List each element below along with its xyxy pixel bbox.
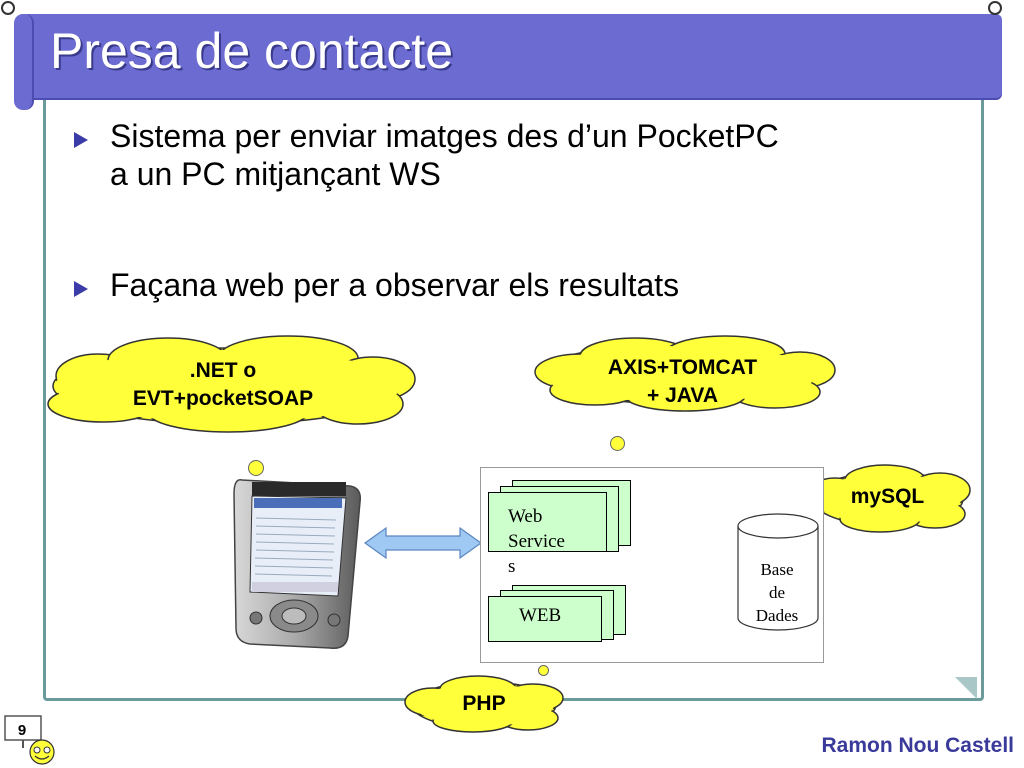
- web-services-label: Web Service s: [508, 506, 565, 577]
- pocketpc-icon: [233, 479, 362, 649]
- document-page: [488, 596, 602, 642]
- cloud-shape: [534, 335, 836, 412]
- cloud-shape: [404, 675, 564, 733]
- frame-folded-corner: [955, 677, 977, 699]
- cloud-php: PHP: [398, 674, 570, 736]
- cloud-text: PHP: [462, 692, 506, 715]
- double-arrow-device-ws: [363, 526, 483, 560]
- connector-dot: [610, 436, 625, 451]
- bullet-item: Sistema per enviar imatges des d’un Pock…: [74, 117, 779, 197]
- bullet-text: Sistema per enviar imatges des d’un Pock…: [110, 118, 779, 192]
- cloud-text: mySQL: [850, 485, 925, 508]
- page-number: 9: [17, 722, 27, 739]
- slide-title: Presa de contacte: [50, 23, 454, 79]
- bullet-arrow-icon: [74, 132, 88, 148]
- database-cylinder: [736, 512, 820, 632]
- cloud-mysql: mySQL: [800, 462, 975, 536]
- document-page: [488, 492, 607, 552]
- database-icon: [737, 513, 819, 631]
- smiley-icon: [29, 739, 55, 765]
- connector-dot: [538, 665, 549, 676]
- bullet-item: Façana web per a observar els resultats: [74, 266, 776, 306]
- connector-dot: [248, 460, 264, 476]
- cloud-shape: [806, 464, 971, 533]
- cloud-dotnet: .NET o EVT+pocketSOAP: [28, 334, 418, 434]
- pin-icon: [1, 1, 15, 15]
- author-name: Ramon Nou Castell: [821, 734, 1014, 757]
- title-banner: [22, 14, 1002, 98]
- cloud-shape: [47, 335, 416, 433]
- database-label: Base de Dades: [755, 560, 799, 625]
- pocketpc-device: [230, 468, 365, 653]
- bullet-text: Façana web per a observar els resultats: [110, 267, 680, 303]
- cloud-text: AXIS+TOMCAT + JAVA: [607, 356, 758, 407]
- web-label: WEB: [519, 605, 562, 626]
- page-number-sign-icon: [4, 715, 42, 748]
- bullet-arrow-icon: [74, 281, 88, 297]
- title-banner-roll: [14, 14, 34, 110]
- pin-icon: [988, 1, 1002, 15]
- cloud-text: .NET o EVT+pocketSOAP: [132, 359, 314, 410]
- cloud-axis: AXIS+TOMCAT + JAVA: [525, 334, 840, 414]
